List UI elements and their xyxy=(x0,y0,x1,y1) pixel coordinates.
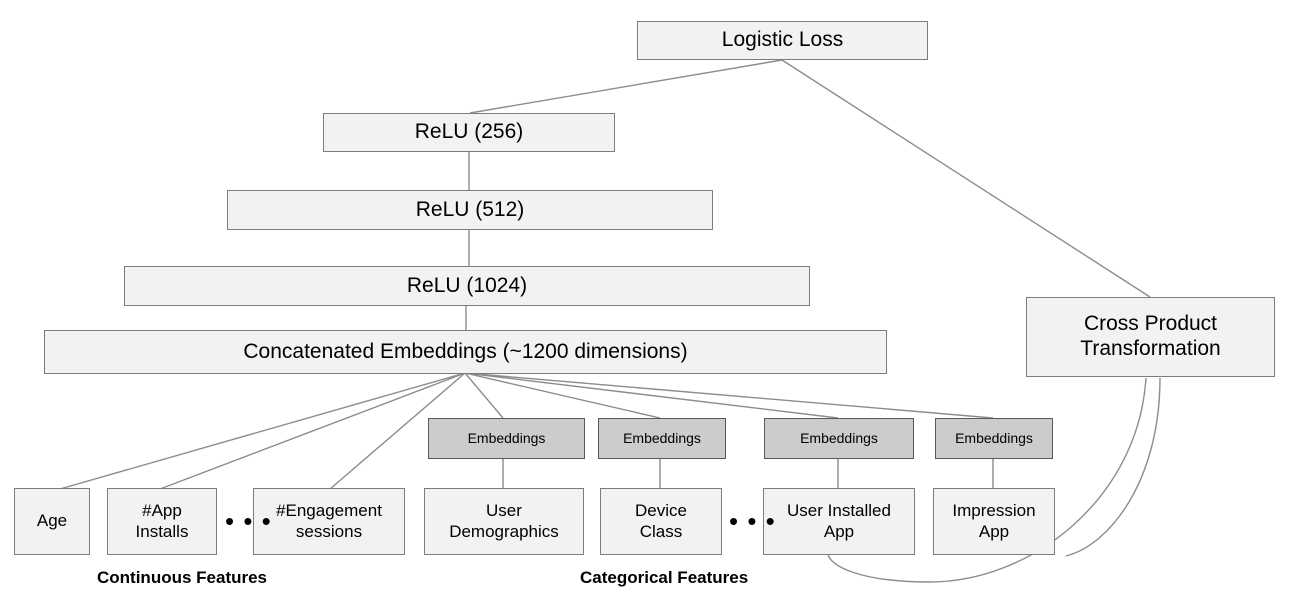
node-feature-user-demographics[interactable]: User Demographics xyxy=(424,488,584,555)
node-feature-app-installs[interactable]: #App Installs xyxy=(107,488,217,555)
node-embeddings-3-label: Embeddings xyxy=(800,430,878,447)
node-cross-product-transformation[interactable]: Cross Product Transformation xyxy=(1026,297,1275,377)
node-relu-512[interactable]: ReLU (512) xyxy=(227,190,713,230)
node-feature-impression-app-label: Impression App xyxy=(952,501,1036,541)
edge-loss-to-relu256 xyxy=(469,59,783,114)
node-feature-engagement-sessions[interactable]: #Engagement sessions xyxy=(253,488,405,555)
caption-categorical-features: Categorical Features xyxy=(580,568,749,587)
node-feature-age[interactable]: Age xyxy=(14,488,90,555)
node-logistic-loss-label: Logistic Loss xyxy=(721,28,844,52)
node-feature-impression-app[interactable]: Impression App xyxy=(933,488,1055,555)
ellipsis-categorical: • • • xyxy=(729,506,776,536)
node-relu-1024[interactable]: ReLU (1024) xyxy=(124,266,810,306)
edge-concat-to-emb2 xyxy=(464,372,661,419)
node-feature-user-demographics-label: User Demographics xyxy=(449,501,559,541)
node-embeddings-1-label: Embeddings xyxy=(467,430,546,447)
node-feature-user-installed-app[interactable]: User Installed App xyxy=(763,488,915,555)
edge-concat-to-emb3 xyxy=(464,372,839,419)
node-feature-user-installed-app-label: User Installed App xyxy=(787,501,891,541)
caption-continuous-features: Continuous Features xyxy=(97,568,268,587)
node-relu-512-label: ReLU (512) xyxy=(415,197,525,221)
node-embeddings-2[interactable]: Embeddings xyxy=(598,418,726,459)
node-embeddings-3[interactable]: Embeddings xyxy=(764,418,914,459)
node-feature-device-class[interactable]: Device Class xyxy=(600,488,722,555)
node-embeddings-2-label: Embeddings xyxy=(623,430,701,447)
node-feature-device-class-label: Device Class xyxy=(635,501,687,541)
node-concatenated-embeddings[interactable]: Concatenated Embeddings (~1200 dimension… xyxy=(44,330,887,374)
edge-concat-to-emb1 xyxy=(464,372,504,419)
node-relu-256[interactable]: ReLU (256) xyxy=(323,113,615,152)
node-embeddings-4-label: Embeddings xyxy=(955,430,1033,447)
edge-crossproduct-to-impressionapp xyxy=(1065,377,1161,557)
node-relu-1024-label: ReLU (1024) xyxy=(406,273,528,297)
node-feature-app-installs-label: #App Installs xyxy=(135,501,189,541)
edge-concat-to-age xyxy=(59,372,466,490)
node-relu-256-label: ReLU (256) xyxy=(414,120,524,144)
node-concatenated-embeddings-label: Concatenated Embeddings (~1200 dimension… xyxy=(243,339,688,363)
edge-concat-to-emb4 xyxy=(464,372,994,419)
node-embeddings-4[interactable]: Embeddings xyxy=(935,418,1053,459)
node-logistic-loss[interactable]: Logistic Loss xyxy=(637,21,928,60)
edge-concat-to-appinstalls xyxy=(159,372,466,490)
ellipsis-continuous: • • • xyxy=(225,506,272,536)
node-embeddings-1[interactable]: Embeddings xyxy=(428,418,585,459)
node-feature-engagement-sessions-label: #Engagement sessions xyxy=(276,501,382,541)
node-cross-product-transformation-label: Cross Product Transformation xyxy=(1080,312,1221,360)
node-feature-age-label: Age xyxy=(36,511,68,531)
edge-loss-to-crossproduct xyxy=(781,59,1151,298)
